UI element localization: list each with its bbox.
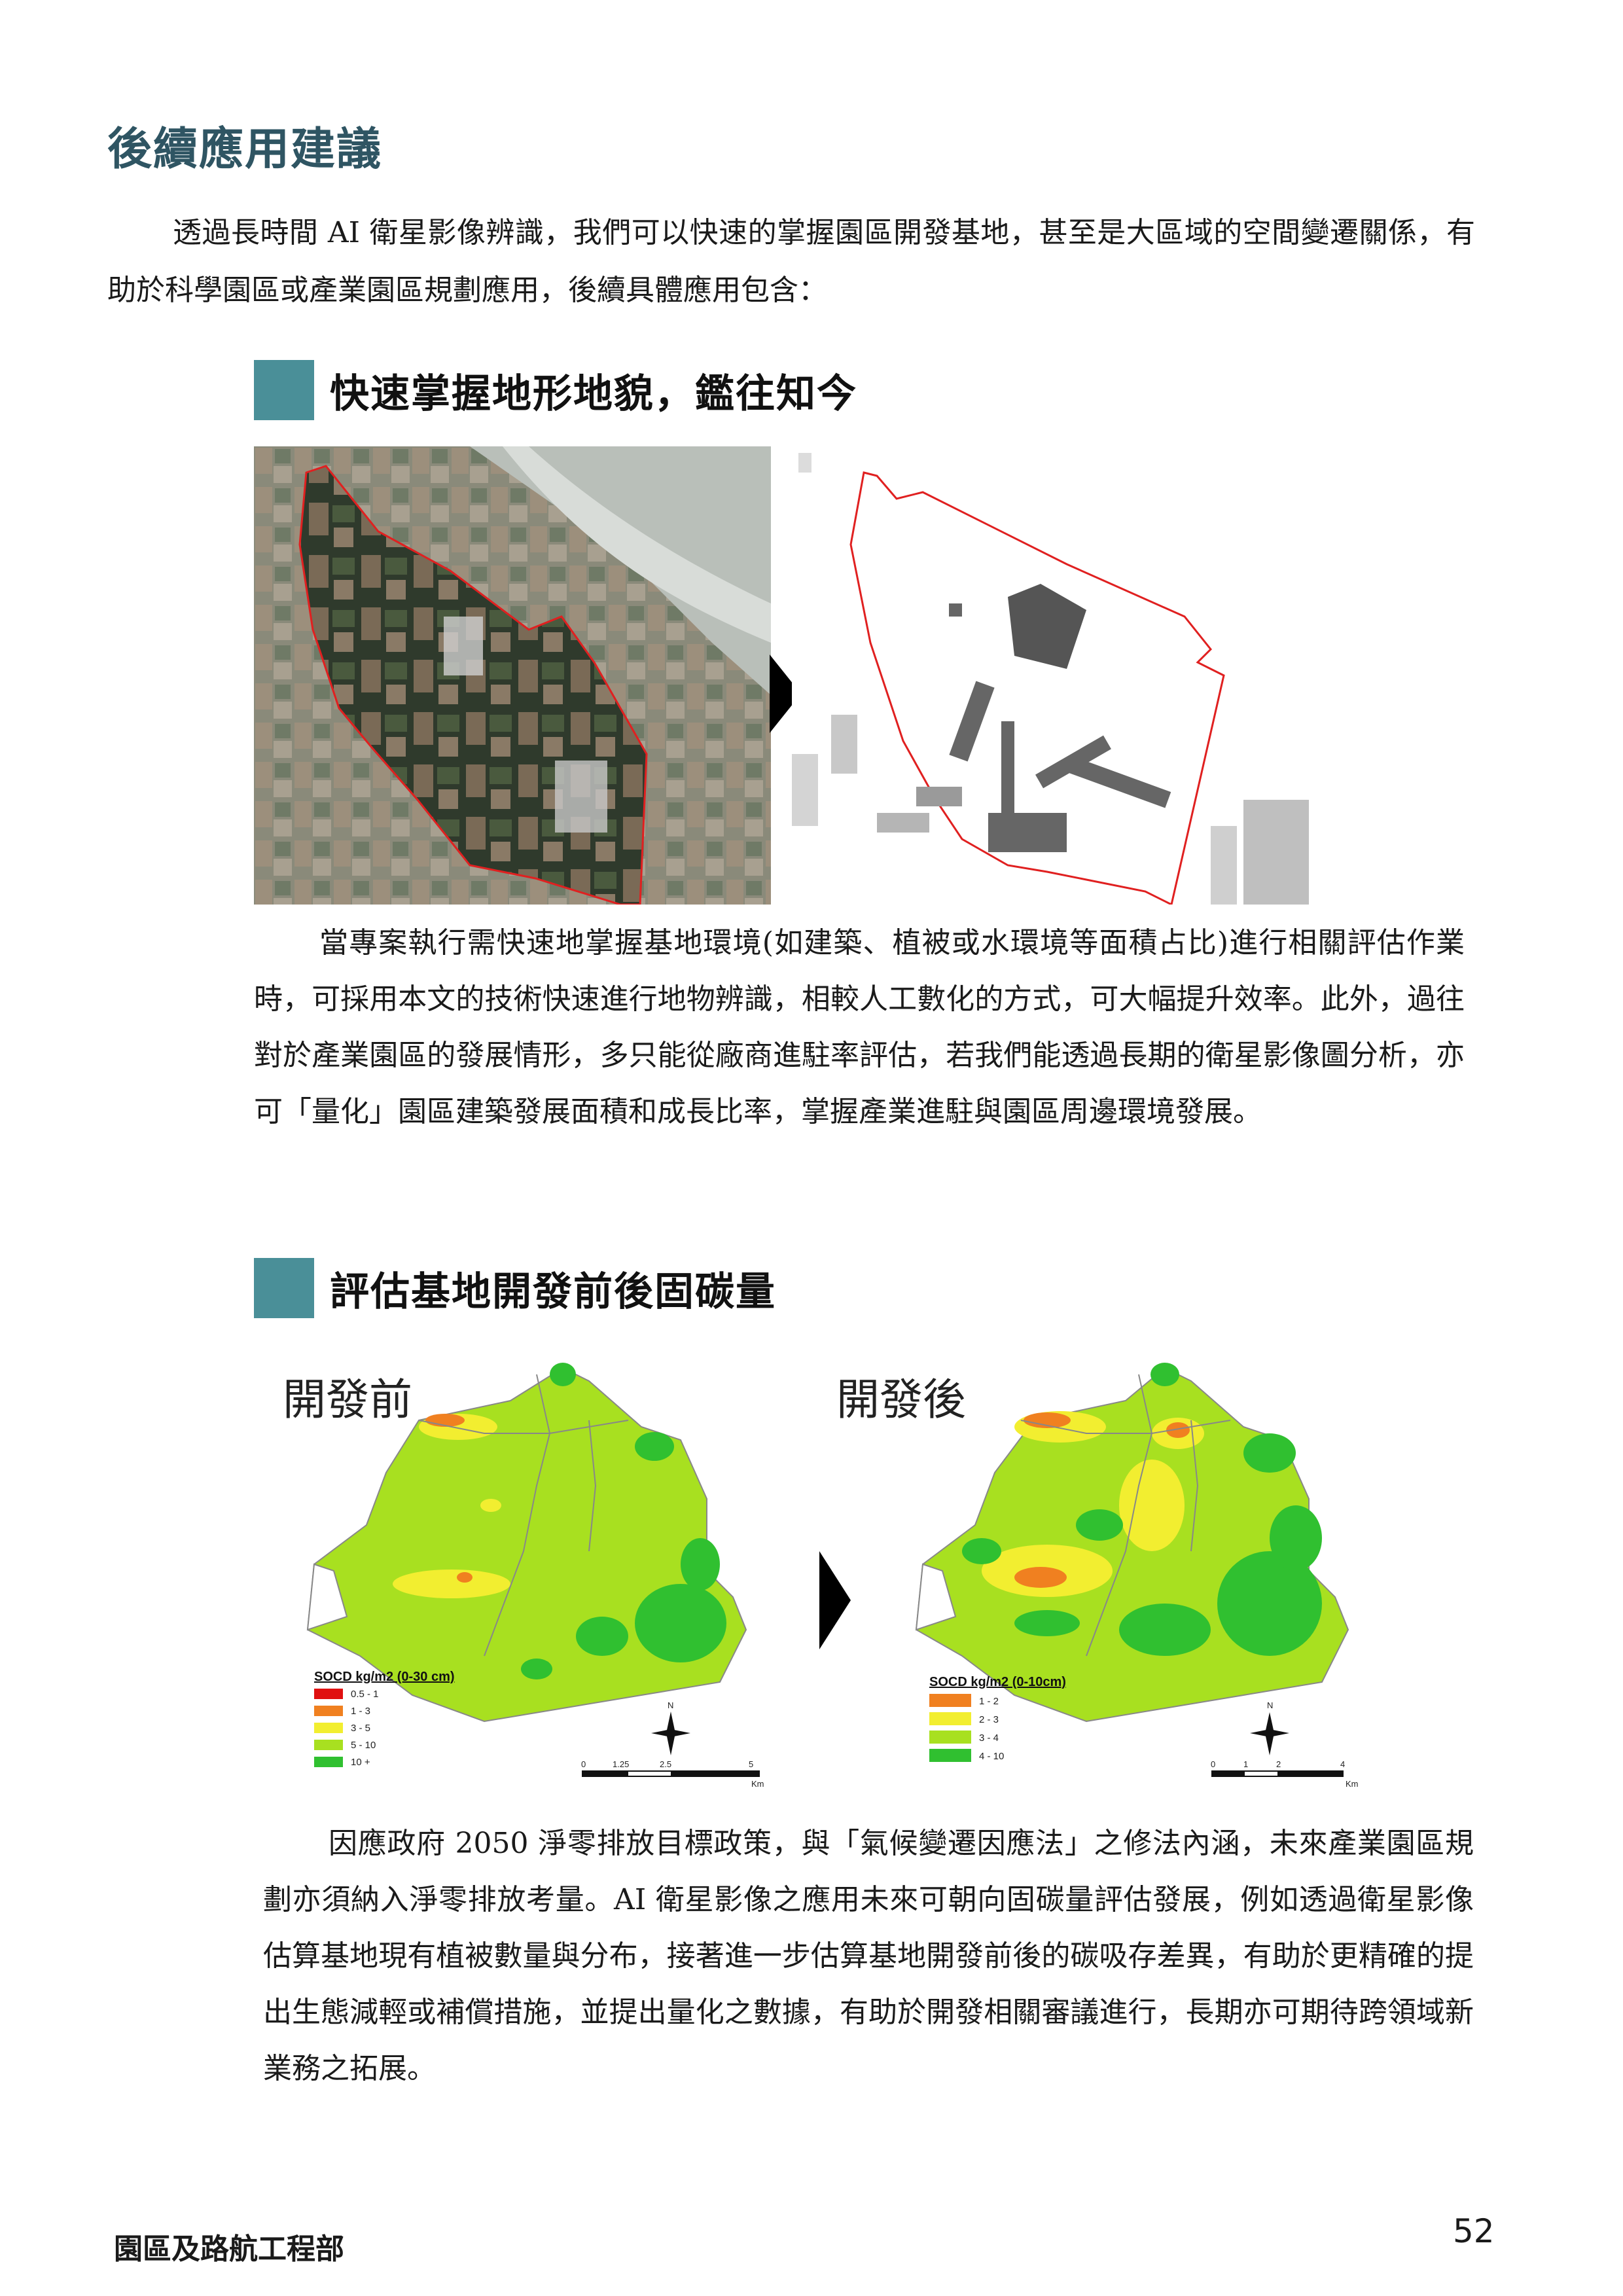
svg-text:Km: Km [751, 1779, 764, 1789]
scale-bar-after: 0 1 2 4 Km [1211, 1759, 1359, 1789]
carbon-map-before: SOCD kg/m2 (0-30 cm) 0.5 - 1 1 - 3 3 - 5… [306, 1363, 764, 1789]
section-title-terrain: 快速掌握地形地貌，鑑往知今 [330, 370, 857, 417]
section-title-carbon: 評估基地開發前後固碳量 [330, 1268, 776, 1315]
arrow-icon [819, 1551, 851, 1649]
legend-after-title: SOCD kg/m2 (0-10cm) [929, 1675, 1066, 1689]
svg-text:2.5: 2.5 [660, 1759, 671, 1769]
legend-before: 0.5 - 1 1 - 3 3 - 5 5 - 10 10 + [314, 1689, 379, 1768]
intro-paragraph: 透過長時間 AI 衛星影像辨識，我們可以快速的掌握園區開發基地，甚至是大區域的空… [107, 216, 1475, 307]
page-number: 52 [1453, 2212, 1495, 2250]
legend-after-item: 4 - 10 [979, 1751, 1004, 1762]
svg-text:0: 0 [581, 1759, 586, 1769]
svg-text:0: 0 [1211, 1759, 1215, 1769]
legend-before-item: 3 - 5 [351, 1723, 370, 1734]
after-label: 開發後 [836, 1374, 966, 1425]
svg-text:N: N [668, 1700, 673, 1710]
scale-bar-before: 0 1.25 2.5 5 Km [581, 1759, 764, 1789]
svg-text:Km: Km [1346, 1779, 1359, 1789]
section-heading-terrain: 快速掌握地形地貌，鑑往知今 [254, 359, 857, 422]
svg-text:2: 2 [1276, 1759, 1281, 1769]
arrow-icon [770, 655, 801, 733]
svg-text:N: N [1267, 1700, 1273, 1710]
before-label: 開發前 [283, 1374, 412, 1425]
section-heading-carbon: 評估基地開發前後固碳量 [254, 1257, 776, 1319]
footer-department: 園區及路航工程部 [114, 2233, 344, 2266]
svg-text:1.25: 1.25 [613, 1759, 629, 1769]
north-arrow-icon: N [651, 1700, 690, 1755]
satellite-image [254, 446, 771, 905]
section-marker-square [254, 1258, 314, 1318]
legend-before-item: 10 + [351, 1757, 370, 1768]
legend-before-item: 1 - 3 [351, 1706, 370, 1717]
legend-after: 1 - 2 2 - 3 3 - 4 4 - 10 [929, 1694, 1004, 1762]
legend-before-item: 0.5 - 1 [351, 1689, 379, 1700]
carbon-map-after: SOCD kg/m2 (0-10cm) 1 - 2 2 - 3 3 - 4 4 … [915, 1363, 1359, 1789]
svg-text:1: 1 [1243, 1759, 1248, 1769]
section-marker-square [254, 360, 314, 420]
svg-text:4: 4 [1340, 1759, 1345, 1769]
carbon-paragraph: 因應政府 2050 淨零排放目標政策，與「氣候變遷因應法」之修法內涵，未來產業園… [263, 1827, 1474, 2085]
legend-after-item: 1 - 2 [979, 1696, 999, 1707]
legend-after-item: 3 - 4 [979, 1732, 999, 1744]
building-classification-map [792, 446, 1309, 905]
page-title: 後續應用建議 [107, 124, 383, 175]
north-arrow-icon: N [1250, 1700, 1289, 1755]
legend-before-title: SOCD kg/m2 (0-30 cm) [314, 1670, 455, 1684]
legend-after-item: 2 - 3 [979, 1714, 999, 1725]
legend-before-item: 5 - 10 [351, 1740, 376, 1751]
svg-text:5: 5 [749, 1759, 753, 1769]
terrain-paragraph: 當專案執行需快速地掌握基地環境(如建築、植被或水環境等面積占比)進行相關評估作業… [254, 926, 1465, 1128]
